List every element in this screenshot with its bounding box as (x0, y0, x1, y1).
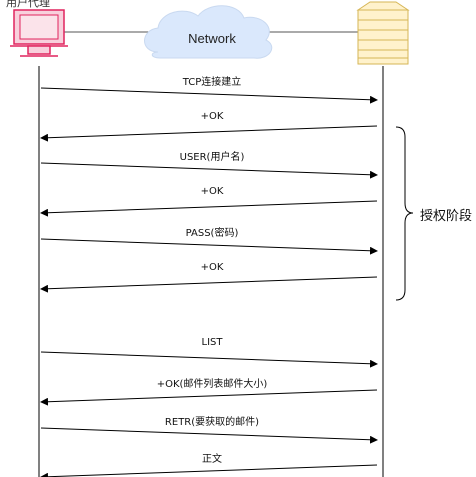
message-label-3: USER(用户名) (179, 152, 245, 163)
message-arrow-1 (40, 87, 378, 104)
message-arrow-10 (40, 464, 378, 477)
message-arrow-4 (40, 200, 378, 217)
message-arrow-5 (40, 238, 378, 255)
message-label-5: PASS(密码) (185, 228, 239, 239)
message-arrows (40, 87, 378, 477)
message-label-1: TCP连接建立 (182, 77, 242, 88)
client-label: 用户代理 (6, 0, 50, 9)
client-computer-icon (10, 9, 68, 57)
message-label-8: +OK(邮件列表邮件大小) (156, 379, 268, 390)
message-arrow-7 (40, 351, 378, 368)
message-label-4: +OK (200, 186, 224, 197)
auth-phase-brace (395, 126, 414, 301)
message-label-10: 正文 (202, 454, 222, 465)
message-arrow-3 (40, 162, 378, 179)
auth-phase-label: 授权阶段 (420, 209, 473, 224)
network-label: Network (188, 31, 236, 46)
network-cloud-icon (144, 5, 273, 59)
message-label-7: LIST (201, 337, 223, 348)
message-arrow-6 (40, 276, 378, 293)
message-label-2: +OK (200, 111, 224, 122)
message-label-6: +OK (200, 262, 224, 273)
message-arrow-8 (40, 389, 378, 406)
message-label-9: RETR(要获取的邮件) (164, 417, 260, 428)
server-icon (356, 1, 410, 65)
message-arrow-2 (40, 125, 378, 142)
message-arrow-9 (40, 427, 378, 444)
